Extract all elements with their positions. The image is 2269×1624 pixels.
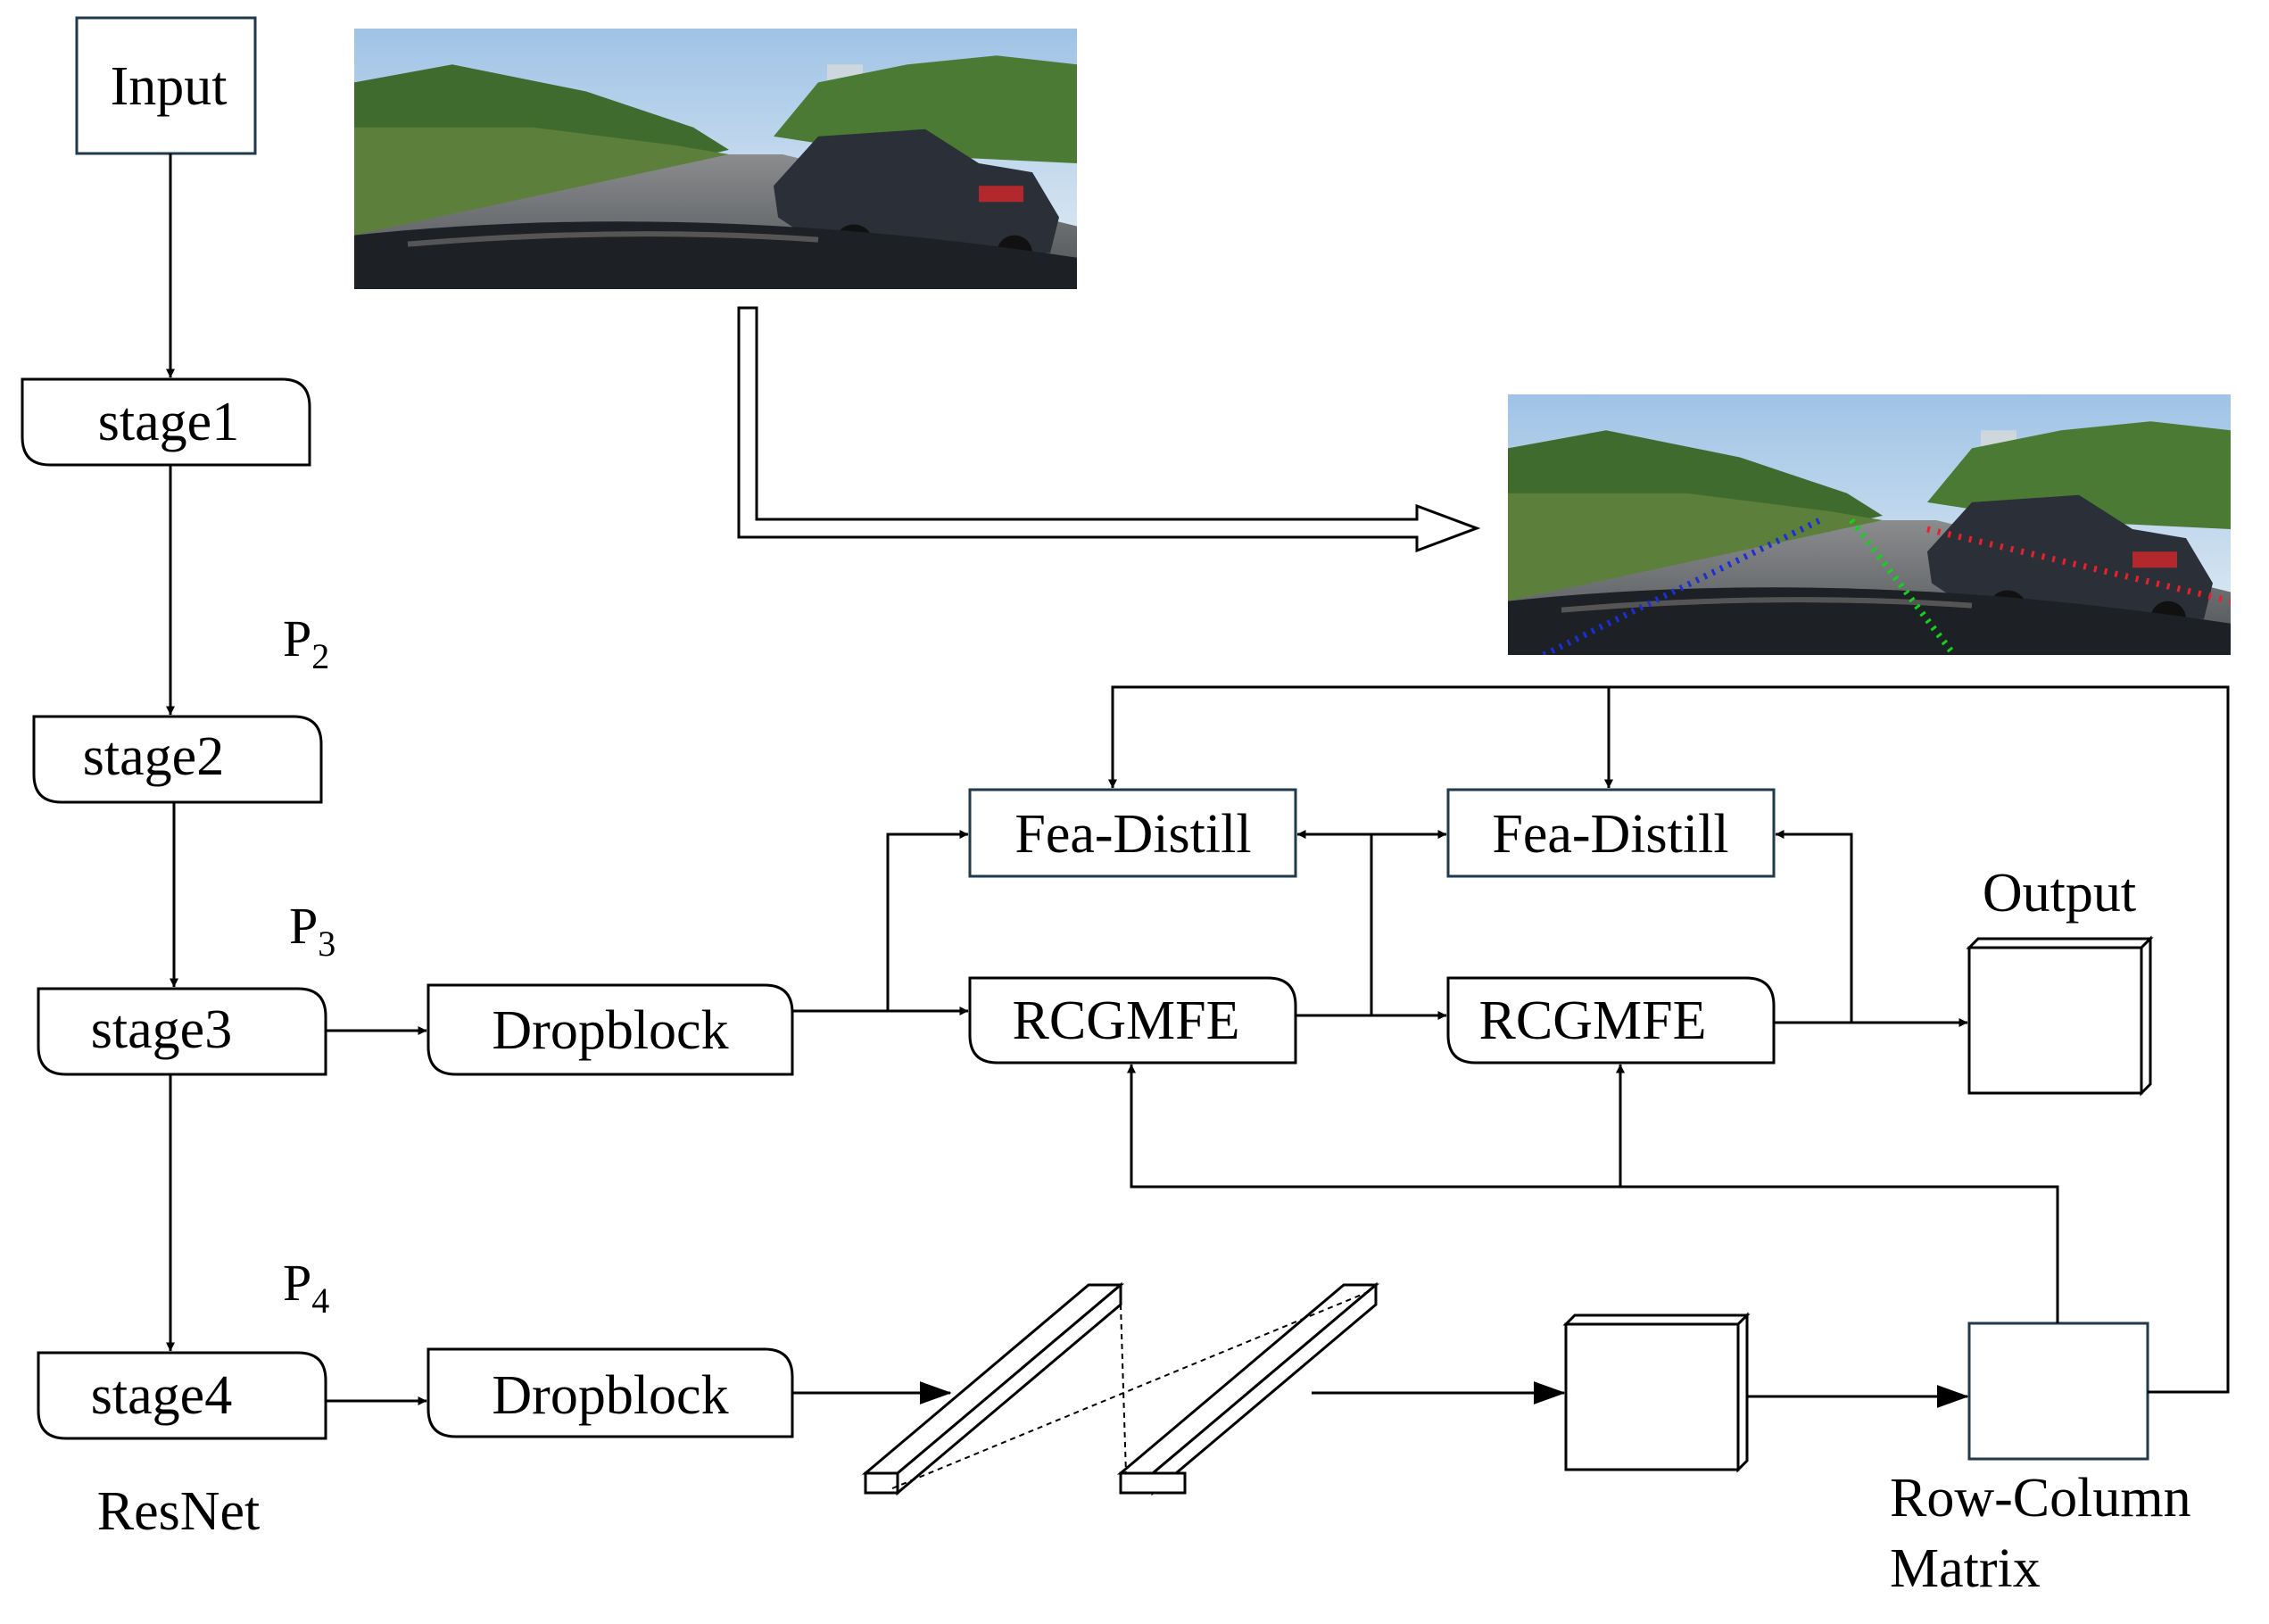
fea-distill-2-node: Fea-Distill [1446,788,1776,878]
row-column-label: Row-Column [1890,1468,2191,1529]
stage1-node: stage1 [21,377,311,467]
rcgmfe-1-label: RCGMFE [1013,990,1240,1051]
rcgmfe-2-label: RCGMFE [1479,990,1707,1051]
matrix-label: Matrix [1890,1538,2041,1599]
lane-left-line [1542,517,1822,655]
output-lane-photo [1508,394,2231,655]
dropblock-top-label: Dropblock [492,1000,728,1061]
slab-reshape-dashes [891,1289,1373,1489]
hollow-transfer-arrow [737,306,1481,553]
output-label: Output [1983,863,2136,924]
fea-distill-2-label: Fea-Distill [1492,804,1728,865]
stage4-label: stage4 [91,1365,232,1426]
stage3-label: stage3 [91,999,232,1060]
feature-slab-1 [861,1281,1125,1496]
row-column-matrix-node [1967,1322,2149,1461]
intermediate-feature-cube [1562,1312,1751,1473]
stage4-node: stage4 [37,1351,327,1440]
input-node: Input [75,16,257,155]
resnet-label: ResNet [97,1481,261,1542]
rcgmfe-2-node: RCGMFE [1446,976,1776,1065]
stage2-label: stage2 [83,726,224,787]
p2-label: P2 [283,609,329,676]
output-cube [1966,935,2154,1097]
input-label: Input [111,56,228,117]
connections [166,153,2230,1408]
dropblock-bottom-label: Dropblock [492,1365,728,1426]
stage2-node: stage2 [32,715,323,804]
dropblock-top-node: Dropblock [426,983,794,1076]
stage3-node: stage3 [37,987,327,1076]
stage1-label: stage1 [98,392,239,452]
lane-center-line [1849,518,1957,655]
rcgmfe-1-node: RCGMFE [968,976,1297,1065]
p4-label: P4 [283,1254,329,1321]
p3-label: P3 [289,897,335,964]
feature-slab-2 [1116,1281,1380,1496]
fea-distill-1-node: Fea-Distill [968,788,1297,878]
fea-distill-1-label: Fea-Distill [1014,804,1251,865]
dropblock-bottom-node: Dropblock [426,1347,794,1438]
input-road-photo [354,29,1077,289]
